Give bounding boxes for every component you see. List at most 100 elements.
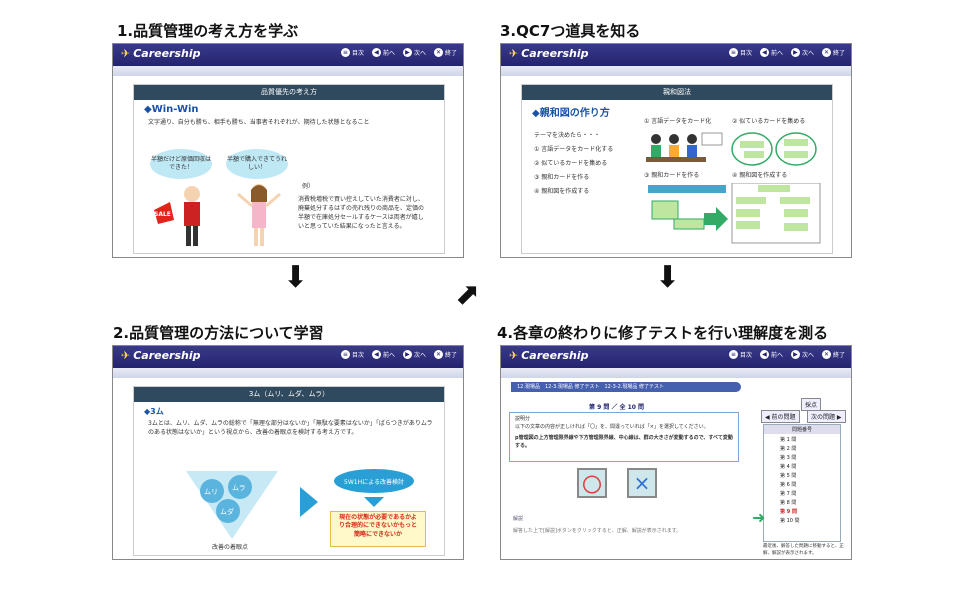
question-list-item[interactable]: 第 3 問 [780,455,797,461]
card-cluster-illustration [731,132,817,166]
title-bar: Careership ≡目次 ◀前へ ▶次へ ✕終了 [501,346,851,368]
list-icon: ≡ [340,350,350,359]
exit-button[interactable]: ✕終了 [821,48,845,57]
prev-button[interactable]: ◀前へ [759,48,783,57]
list-item: ③ 親和カードを作る [534,174,590,181]
question-list-item[interactable]: 第 9 問 [780,509,797,515]
current-question-arrow-icon: ➜ [752,508,766,527]
exit-button[interactable]: ✕終了 [433,350,457,359]
question-counter: 第 9 問 ／ 全 10 問 [589,404,645,411]
question-list: 問題番号 第 1 問第 2 問第 3 問第 4 問第 5 問第 6 問第 7 問… [752,424,841,542]
question-list-item[interactable]: 第 1 問 [780,437,797,443]
title-bar: Careership ≡目次 ◀前へ ▶次へ ✕終了 [113,44,463,66]
result-box: 現在の状態が必要であるかより合理的にできないかもっと簡略にできないか [330,511,426,547]
list-icon: ≡ [340,48,350,57]
figure-label: ④ 親和図を作成する [732,172,788,179]
prev-button[interactable]: ◀前へ [371,350,395,359]
down-arrow-icon: ⬇ [283,260,309,295]
step1-heading: 1.品質管理の考え方を学ぶ [117,22,299,40]
slide-title: 3ム（ムリ、ムダ、ムラ） [134,387,444,402]
toc-button[interactable]: ≡目次 [728,48,752,57]
question-list-item[interactable]: 第 8 問 [780,500,797,506]
next-button[interactable]: ▶次へ [402,350,426,359]
speech-bubble-seller: 半額だけど原価回収はできた！ [150,149,212,179]
panel-quality-thinking: Careership ≡目次 ◀前へ ▶次へ ✕終了 品質優先の考え方 ◆Win… [112,43,464,258]
next-question-button[interactable]: 次の問題 ▶ [807,410,846,423]
figure-label: ① 言語データをカード化 [644,118,712,125]
toc-button[interactable]: ≡目次 [340,350,364,359]
answer-true-button[interactable]: 〇 [577,468,607,498]
question-box: 説明分 以下の文章の内容が正しければ「〇」を、間違っていれば「×」を選択してくだ… [509,412,739,462]
exit-button[interactable]: ✕終了 [821,350,845,359]
list-item: ① 言語データをカード化する [534,146,614,153]
next-button[interactable]: ▶次へ [402,48,426,57]
exit-button[interactable]: ✕終了 [433,48,457,57]
question-list-item[interactable]: 第 6 問 [780,482,797,488]
step3-heading: 3.QC7つ道具を知る [500,22,641,40]
slide: 親和図法 ◆親和図の作り方 テーマを決めたら・・・ ① 言語データをカード化する… [521,84,833,254]
seller-illustration [154,186,200,246]
list-item: ② 似ているカードを集める [534,160,608,167]
sub-bar [501,66,851,76]
footer-note: 最近後、解答した問題に移動すると、正解、解説が表示されます。 [763,544,844,556]
close-icon: ✕ [433,48,443,57]
slide-title: 品質優先の考え方 [134,85,444,100]
question-text: p管理図の上方管理限界線や下方管理限界線、中心線は、群の大きさが変動するので、す… [515,435,733,449]
chevron-right-icon: ▶ [402,48,412,57]
title-bar: Careership ≡目次 ◀前へ ▶次へ ✕終了 [113,346,463,368]
chevron-left-icon: ◀ [759,350,769,359]
section-title: ◆Win-Win [144,104,199,115]
toc-button[interactable]: ≡目次 [340,48,364,57]
title-bar: Careership ≡目次 ◀前へ ▶次へ ✕終了 [501,44,851,66]
panel-quality-methods: Careership ≡目次 ◀前へ ▶次へ ✕終了 3ム（ムリ、ムダ、ムラ） … [112,345,464,560]
list-icon: ≡ [728,350,738,359]
next-button[interactable]: ▶次へ [790,350,814,359]
list-icon: ≡ [728,48,738,57]
chevron-right-icon: ▶ [402,350,412,359]
slide-title: 親和図法 [522,85,832,100]
answer-false-button[interactable]: × [627,468,657,498]
panel-qc7-tools: Careership ≡目次 ◀前へ ▶次へ ✕終了 親和図法 ◆親和図の作り方… [500,43,852,258]
close-icon: ✕ [821,350,831,359]
list-item: ④ 親和図を作成する [534,188,590,195]
breadcrumb: 12.現場品 12-3.現場品 修了テスト 12-3-2.現場品 修了テスト [511,382,741,392]
sub-bar [113,368,463,378]
close-icon: ✕ [433,350,443,359]
chevron-right-icon [300,487,318,517]
sub-bar [501,368,851,378]
explanation-text: 解答した上で[解説]ボタンをクリックすると、正解、解説が表示されます。 [513,528,682,534]
sale-tag: SALE [154,211,171,218]
funnel-caption: 改善の着眼点 [212,544,249,551]
slide: 3ム（ムリ、ムダ、ムラ） ◆3ム 3ムとは、ムリ、ムダ、ムラの総称で「無理な部分… [133,386,445,556]
instruction-text: 以下の文章の内容が正しければ「〇」を、間違っていれば「×」を選択してください。 [515,423,709,430]
question-list-title: 問題番号 [764,425,840,434]
speech-bubble-buyer: 半額で購入できてうれしい！ [226,149,288,179]
section-body: 文字通り、自分も勝ち、相手も勝ち、当事者それぞれが、期待した状態となること [148,119,370,126]
question-list-item[interactable]: 第 4 問 [780,464,797,470]
question-list-item[interactable]: 第 10 問 [780,518,800,524]
explanation-label: 解説 [513,516,524,522]
question-list-item[interactable]: 第 2 問 [780,446,797,452]
funnel-label-muda: ムダ [220,508,234,516]
section-body: 3ムとは、ムリ、ムダ、ムラの総称で「無理な部分はないか」「無駄な要素はないか」「… [148,420,433,436]
chevron-left-icon: ◀ [759,48,769,57]
5w1h-badge: 5W1Hによる改善検討 [334,469,414,493]
panel-final-test: Careership ≡目次 ◀前へ ▶次へ ✕終了 12.現場品 12-3.現… [500,345,852,560]
prev-question-button[interactable]: ◀ 前の問題 [761,410,800,423]
example-text: 消費税増税で買い控えしていた消費者に対し、廃棄処分するはずの売れ残りの商品を、定… [298,196,425,230]
careership-logo: Careership [509,349,588,362]
down-arrow-icon: ⬇ [655,260,681,295]
toc-button[interactable]: ≡目次 [728,350,752,359]
question-list-item[interactable]: 第 5 問 [780,473,797,479]
prev-button[interactable]: ◀前へ [371,48,395,57]
question-list-item[interactable]: 第 7 問 [780,491,797,497]
next-button[interactable]: ▶次へ [790,48,814,57]
step2-heading: 2.品質管理の方法について学習 [113,324,324,342]
affinity-card-illustration [648,185,728,231]
down-arrow-icon [364,497,384,507]
chevron-left-icon: ◀ [371,350,381,359]
chevron-right-icon: ▶ [790,350,800,359]
funnel-label-muri: ムリ [204,488,218,496]
prev-button[interactable]: ◀前へ [759,350,783,359]
close-icon: ✕ [821,48,831,57]
